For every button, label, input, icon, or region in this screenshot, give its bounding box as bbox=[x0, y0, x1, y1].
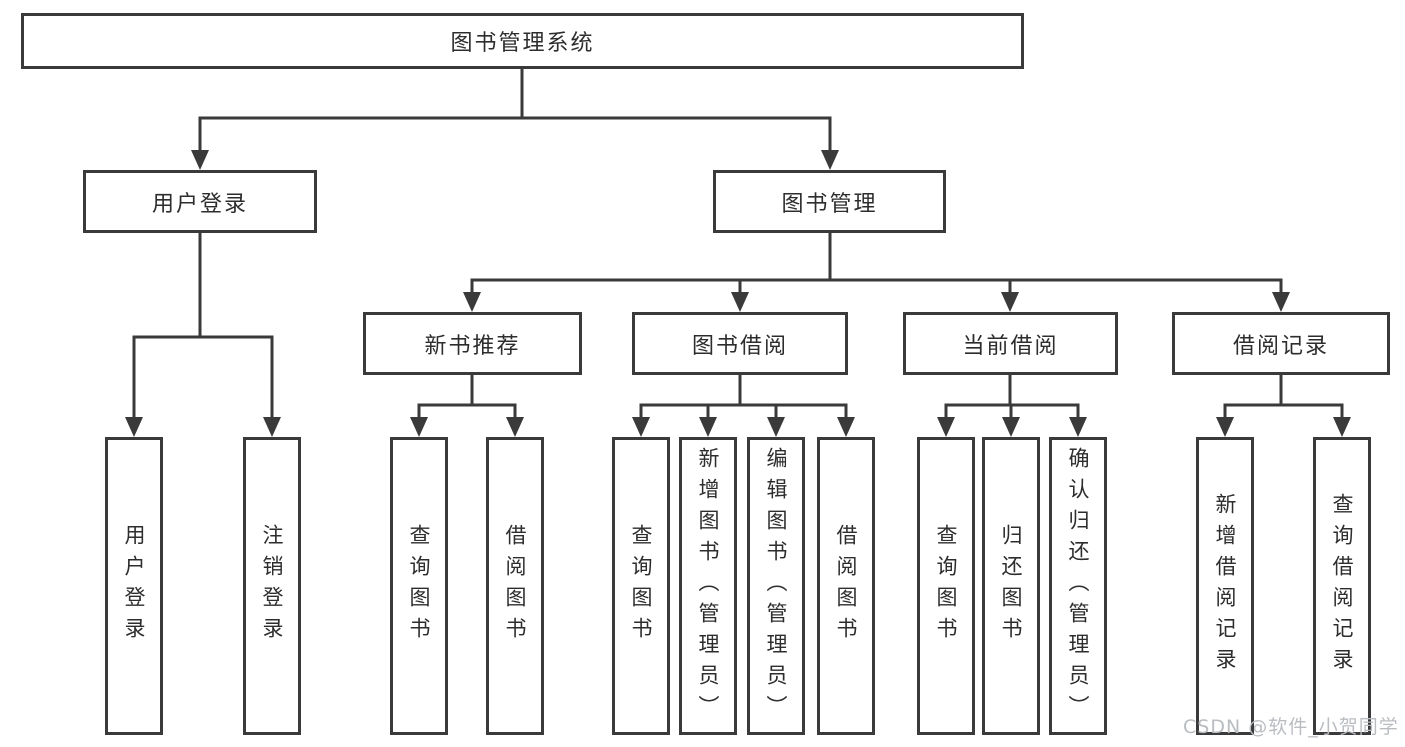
leaf-borrowing-query-books: 查询图书 bbox=[612, 437, 670, 735]
leaf-user-login: 用户登录 bbox=[105, 437, 163, 735]
arrowheads bbox=[125, 150, 1351, 437]
leaf-current-confirm-return-admin: 确认归还（管理员） bbox=[1049, 437, 1107, 735]
leaf-recommend-borrow-books: 借阅图书 bbox=[486, 437, 544, 735]
leaf-recommend-query-books: 查询图书 bbox=[390, 437, 448, 735]
node-book-management: 图书管理 bbox=[713, 170, 946, 233]
leaf-records-query-borrow-record: 查询借阅记录 bbox=[1313, 437, 1371, 735]
leaf-borrowing-edit-books-admin: 编辑图书（管理员） bbox=[747, 437, 805, 735]
leaf-current-query-books: 查询图书 bbox=[917, 437, 975, 735]
leaf-records-add-borrow-record: 新增借阅记录 bbox=[1196, 437, 1254, 735]
node-borrowing-records: 借阅记录 bbox=[1172, 312, 1390, 375]
node-new-book-recommendation: 新书推荐 bbox=[363, 312, 582, 375]
leaf-current-return-books: 归还图书 bbox=[982, 437, 1040, 735]
root-node-library-management-system: 图书管理系统 bbox=[21, 13, 1024, 69]
leaf-borrowing-borrow-books: 借阅图书 bbox=[817, 437, 875, 735]
node-book-borrowing: 图书借阅 bbox=[632, 312, 848, 375]
node-user-login: 用户登录 bbox=[83, 170, 317, 233]
node-current-borrowing: 当前借阅 bbox=[903, 312, 1118, 375]
leaf-borrowing-add-books-admin: 新增图书（管理员） bbox=[679, 437, 737, 735]
csdn-watermark: CSDN @软件_小贺同学 bbox=[1183, 716, 1399, 738]
leaf-logout: 注销登录 bbox=[243, 437, 301, 735]
